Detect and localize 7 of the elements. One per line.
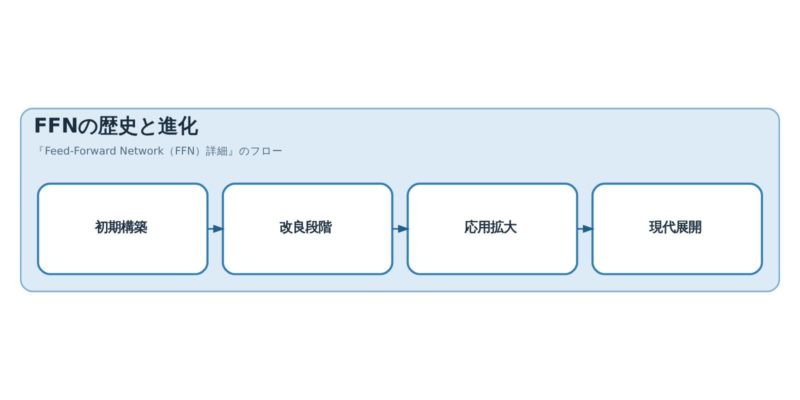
node-box: 改良段階 (222, 182, 394, 276)
arrow (577, 224, 594, 233)
arrow (392, 224, 410, 233)
node-box: 現代展開 (591, 182, 763, 276)
node-box: 初期構築 (37, 182, 209, 276)
arrow (208, 224, 225, 233)
node-box: 応用拡大 (406, 182, 578, 276)
